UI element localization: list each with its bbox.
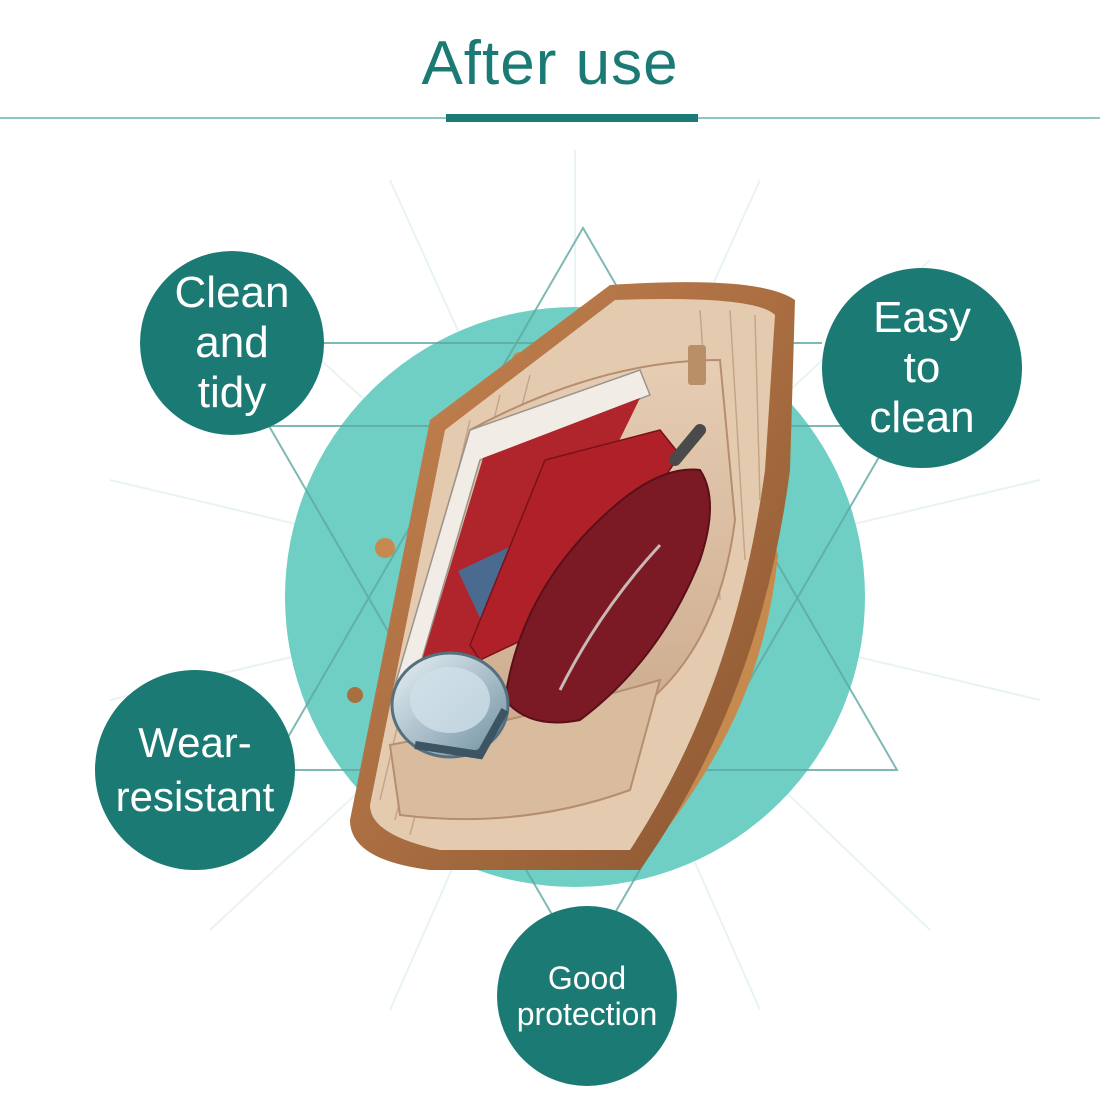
page-title: After use <box>421 29 679 98</box>
feature-badge-clean-and-tidy: Clean and tidy <box>140 251 324 435</box>
feature-label-easy-to-clean: Easy to clean <box>869 293 975 442</box>
feature-label-wear-resistant: Wear- resistant <box>115 719 275 820</box>
feature-badge-wear-resistant: Wear- resistant <box>95 670 295 870</box>
feature-label-clean-and-tidy: Clean and tidy <box>174 268 290 417</box>
title-underline-accent <box>446 114 698 122</box>
feature-badge-good-protection: Good protection <box>497 906 677 1086</box>
feature-label-good-protection: Good protection <box>516 960 658 1032</box>
feature-badge-easy-to-clean: Easy to clean <box>822 268 1022 468</box>
tote-bag <box>347 282 795 871</box>
